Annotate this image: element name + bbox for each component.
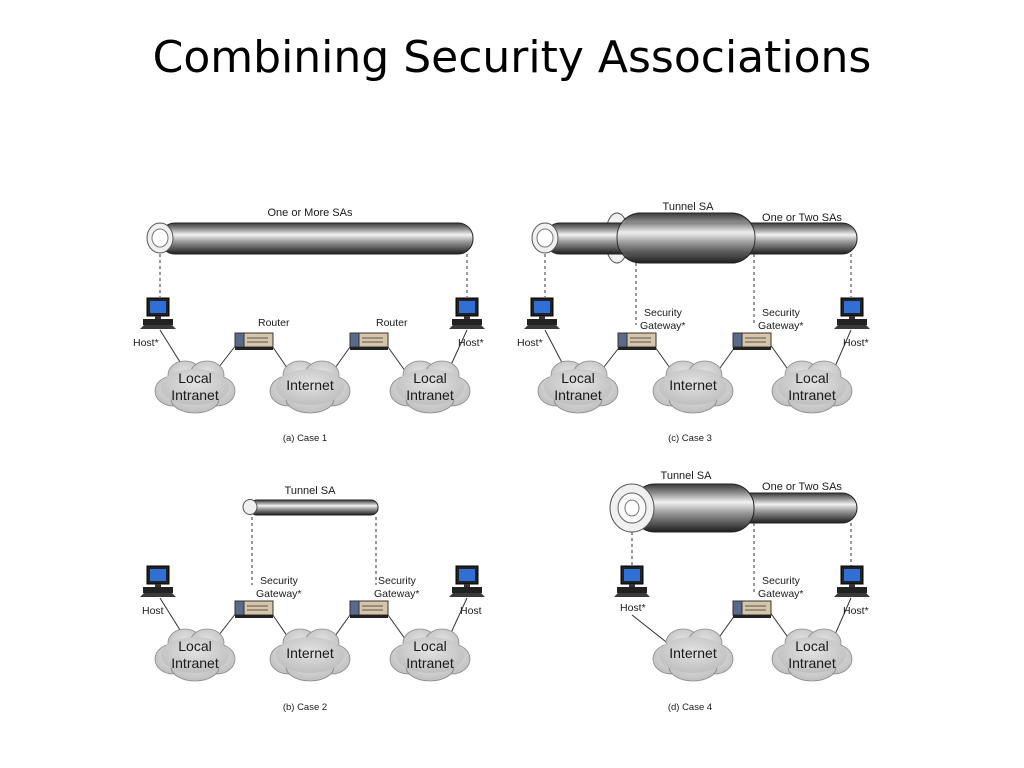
gateway-label: Gateway* [758,320,804,332]
tunnel-tube [242,499,379,516]
computer-icon [523,297,561,330]
cloud-label: Local [413,370,446,386]
tube-label: Tunnel SA [285,485,337,497]
sa-tube [146,222,474,255]
gateway-label: Gateway* [640,320,686,332]
cloud-label: Intranet [788,387,836,403]
case-2: Tunnel SA Host Host Security Gateway* Se… [139,485,486,713]
cloud-label: Internet [669,377,717,393]
cloud-label: Intranet [171,387,219,403]
tube-label: One or Two SAs [762,212,842,224]
gateway-label: Security [644,307,683,319]
gateway-label: Gateway* [374,588,420,600]
cloud-label: Intranet [406,387,454,403]
cloud-label: Intranet [788,655,836,671]
cloud-label: Local [795,638,828,654]
computer-icon [139,297,177,330]
tube-label: Tunnel SA [661,470,713,482]
gateway-icon [732,332,772,351]
cloud-label: Intranet [406,655,454,671]
tube-label: Tunnel SA [663,201,715,213]
gateway-label: Gateway* [758,588,804,600]
case-caption: (a) Case 1 [283,433,327,444]
host-label: Host* [517,337,543,349]
router-label: Router [258,317,290,329]
gateway-icon [234,600,274,619]
case-1: One or More SAs Host* Host* Router Route… [133,207,486,444]
gateway-icon [349,600,389,619]
host-label: Host* [133,337,159,349]
cloud-label: Local [795,370,828,386]
case-caption: (c) Case 3 [668,433,712,444]
gateway-icon [732,600,772,619]
computer-icon [833,565,871,598]
tunnel-tube [609,483,755,533]
cloud-label: Intranet [171,655,219,671]
cloud-label: Internet [286,377,334,393]
tube-label: One or More SAs [268,207,353,219]
computer-icon [613,565,651,598]
case-4: Tunnel SA One or Two SAs Host* Host* Sec… [609,470,871,713]
slide-title: Combining Security Associations [152,32,872,83]
router-label: Router [376,317,408,329]
cloud-label: Local [178,370,211,386]
host-label: Host [142,605,164,617]
cloud-label: Local [561,370,594,386]
cloud-label: Local [413,638,446,654]
host-label: Host* [620,602,646,614]
router-icon [234,332,274,351]
cloud-label: Internet [286,645,334,661]
host-label: Host [460,605,482,617]
gateway-label: Security [378,575,417,587]
tube-label: One or Two SAs [762,481,842,493]
gateway-label: Security [762,575,801,587]
computer-icon [448,565,486,598]
gateway-label: Security [260,575,299,587]
router-icon [349,332,389,351]
case-3: Tunnel SA One or Two SAs Host* Host* Sec… [517,201,871,444]
host-label: Host* [843,605,869,617]
computer-icon [833,297,871,330]
case-caption: (d) Case 4 [668,702,712,713]
computer-icon [448,297,486,330]
computer-icon [139,565,177,598]
cloud-label: Intranet [554,387,602,403]
cloud-label: Local [178,638,211,654]
gateway-label: Gateway* [256,588,302,600]
host-label: Host* [458,337,484,349]
host-label: Host* [843,337,869,349]
case-caption: (b) Case 2 [283,702,327,713]
gateway-label: Security [762,307,801,319]
gateway-icon [617,332,657,351]
cloud-label: Internet [669,645,717,661]
sa-tube [531,212,858,264]
